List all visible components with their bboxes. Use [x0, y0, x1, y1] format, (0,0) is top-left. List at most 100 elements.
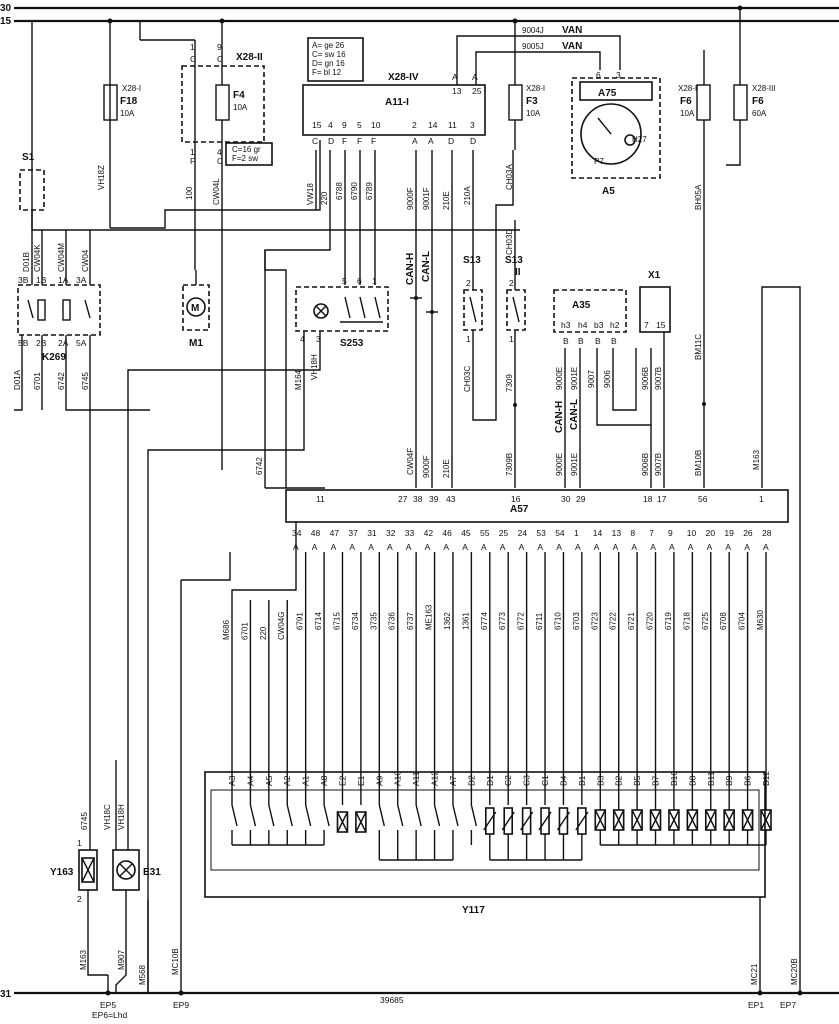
svg-text:A: A [412, 136, 418, 146]
svg-text:D= gn 16: D= gn 16 [312, 59, 345, 68]
rail-30-label: 30 [0, 3, 12, 14]
svg-text:Y163: Y163 [50, 867, 74, 878]
a57-wire-label: 6721 [627, 612, 636, 630]
a57-pin-label: 9 [668, 528, 673, 538]
svg-text:CAN-H: CAN-H [554, 401, 565, 433]
svg-text:1: 1 [77, 838, 82, 848]
svg-text:17: 17 [657, 494, 667, 504]
a57-pin-label: 19 [724, 528, 734, 538]
svg-text:9006: 9006 [603, 370, 612, 388]
svg-text:A: A [452, 72, 458, 82]
svg-text:H27: H27 [632, 135, 647, 144]
svg-text:3: 3 [316, 334, 321, 344]
svg-text:27: 27 [398, 494, 408, 504]
fuse-f3 [508, 84, 523, 121]
a57-pin-letter: A [387, 542, 393, 552]
a57-pin-letter: A [443, 542, 449, 552]
a57-wire-label: 6710 [553, 612, 562, 630]
svg-text:P7: P7 [594, 157, 604, 166]
a57-wire-label: 6722 [609, 612, 618, 630]
svg-text:7: 7 [644, 320, 649, 330]
svg-text:6745: 6745 [81, 372, 90, 390]
svg-text:1: 1 [509, 334, 514, 344]
rail-31-label: 31 [0, 989, 12, 1000]
svg-text:6742: 6742 [255, 457, 264, 475]
svg-text:M164: M164 [294, 369, 303, 390]
svg-text:C: C [217, 156, 223, 166]
svg-text:F: F [342, 136, 347, 146]
a57-pin-label: 53 [536, 528, 546, 538]
fuse-f4 [215, 84, 230, 121]
a57-wire-label: M686 [222, 619, 231, 640]
a57-pin-letter: A [425, 542, 431, 552]
svg-text:M: M [191, 303, 199, 314]
svg-text:VH18C: VH18C [103, 804, 112, 830]
svg-text:CAN-L: CAN-L [569, 399, 580, 430]
y117-switch [378, 804, 385, 827]
svg-text:6: 6 [596, 70, 601, 80]
svg-text:CH03C: CH03C [463, 366, 472, 392]
y117-valve-block [204, 771, 766, 898]
svg-text:D: D [328, 136, 334, 146]
svg-text:M163: M163 [79, 949, 88, 970]
svg-text:C: C [217, 54, 223, 64]
svg-text:4: 4 [217, 147, 222, 157]
svg-text:A= ge 26: A= ge 26 [312, 41, 345, 50]
svg-text:CH03D: CH03D [505, 229, 514, 255]
svg-text:6742: 6742 [57, 372, 66, 390]
a57-wire-label: 6772 [517, 612, 526, 630]
svg-text:M1: M1 [189, 338, 203, 349]
a57-wire-label: 6736 [388, 612, 397, 630]
svg-text:VH18H: VH18H [310, 354, 319, 380]
y117-switch [433, 804, 441, 827]
svg-text:MC10B: MC10B [171, 948, 180, 975]
a57-pin-label: 46 [442, 528, 452, 538]
svg-text:CW04F: CW04F [406, 448, 415, 475]
a57-bottom-pins: 34A48A47A37A31A32A33A42A46A45A55A25A24A5… [222, 522, 772, 772]
svg-text:15: 15 [656, 320, 666, 330]
svg-text:16: 16 [511, 494, 521, 504]
a57-wire-label: 6720 [646, 612, 655, 630]
y117-switch [249, 804, 257, 827]
a57-pin-label: 13 [612, 528, 622, 538]
svg-text:9007: 9007 [587, 370, 596, 388]
svg-text:56: 56 [698, 494, 708, 504]
svg-text:3B: 3B [18, 275, 29, 285]
a57-pin-letter: A [707, 542, 713, 552]
svg-text:9: 9 [342, 120, 347, 130]
svg-text:210E: 210E [442, 459, 451, 478]
svg-text:F: F [357, 136, 362, 146]
svg-text:220: 220 [320, 191, 329, 205]
svg-text:BH05A: BH05A [694, 184, 703, 210]
svg-text:6790: 6790 [350, 182, 359, 200]
a57-pin-label: 37 [348, 528, 358, 538]
svg-text:6745: 6745 [80, 812, 89, 830]
a57-pin-label: 54 [555, 528, 565, 538]
f18-conn: X28-I [122, 84, 141, 93]
a57-pin-letter: A [368, 542, 374, 552]
svg-text:CW04: CW04 [81, 249, 90, 272]
svg-text:5: 5 [357, 120, 362, 130]
a57-pin-letter: A [462, 542, 468, 552]
a35-module [553, 289, 627, 333]
a75-module [579, 81, 653, 101]
svg-text:14: 14 [428, 120, 438, 130]
a57-pin-letter: A [331, 542, 337, 552]
a57-pin-letter: A [500, 542, 506, 552]
svg-text:EP1: EP1 [748, 1000, 764, 1010]
svg-text:9000E: 9000E [555, 453, 564, 476]
svg-text:X28-I: X28-I [678, 84, 697, 93]
a57-wire-label: 6723 [590, 612, 599, 630]
a57-pin-label: 10 [687, 528, 697, 538]
a57-pin-letter: A [725, 542, 731, 552]
svg-text:9: 9 [217, 42, 222, 52]
svg-text:II: II [515, 267, 521, 278]
svg-text:S13: S13 [505, 255, 523, 266]
s13-switch-2 [506, 289, 526, 331]
a57-wire-label: 6737 [406, 612, 415, 630]
a57-wire-label: CW04G [277, 612, 286, 640]
a57-pin-letter: A [763, 542, 769, 552]
svg-text:EP6=Lhd: EP6=Lhd [92, 1010, 127, 1020]
y117-switch [268, 804, 275, 827]
svg-text:4: 4 [300, 334, 305, 344]
